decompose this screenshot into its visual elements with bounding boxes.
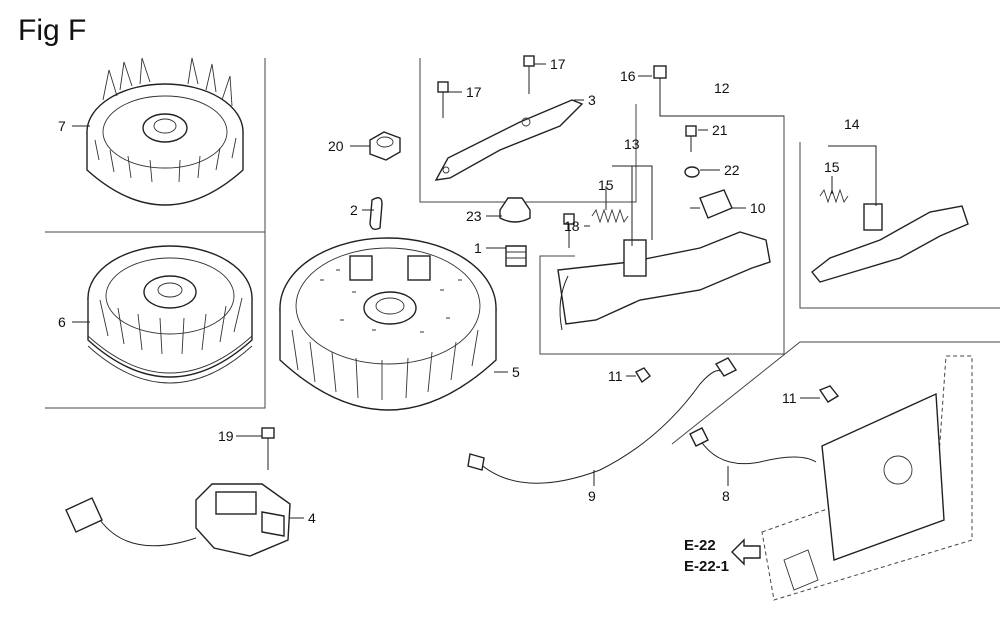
clip-11-base — [818, 385, 840, 403]
bolt-18 — [563, 213, 575, 248]
governor-arm-12 — [557, 231, 771, 331]
bracket-3 — [434, 55, 584, 181]
callout-11-base: 11 — [782, 390, 797, 406]
callout-labels: 7 6 5 4 19 20 2 23 1 17 17 3 16 12 13 15… — [58, 56, 860, 575]
callout-9: 9 — [588, 488, 596, 504]
callout-21: 21 — [712, 122, 728, 138]
callout-15-left: 15 — [598, 177, 614, 193]
washer-22 — [684, 166, 700, 178]
wire-9 — [467, 357, 738, 484]
callout-4: 4 — [308, 510, 316, 526]
bushing-23 — [499, 197, 531, 223]
flywheel-5 — [279, 237, 497, 411]
callout-8: 8 — [722, 488, 730, 504]
callout-7: 7 — [58, 118, 66, 134]
control-base — [761, 355, 973, 601]
arm-14 — [811, 188, 969, 283]
arm-14-box — [799, 142, 1000, 309]
spring-1 — [505, 245, 527, 267]
callout-20: 20 — [328, 138, 344, 154]
callout-17-left: 17 — [466, 84, 482, 100]
callout-1: 1 — [474, 240, 482, 256]
callout-22: 22 — [724, 162, 740, 178]
clip-11-wire — [635, 367, 651, 384]
wire-8 — [689, 427, 817, 465]
ignition-coil-4 — [65, 483, 291, 557]
flywheel-6-box — [45, 231, 266, 409]
figure-title: Fig F — [18, 14, 87, 47]
spring-15-left — [591, 208, 629, 224]
switch-10 — [690, 189, 733, 219]
callout-23: 23 — [466, 208, 482, 224]
reference-e22-1: E-22-1 — [684, 558, 729, 575]
flywheel-6 — [87, 245, 253, 384]
leader-lines — [72, 63, 877, 519]
reference-e22: E-22 — [684, 537, 716, 554]
flywheel-7 — [86, 57, 244, 206]
control-base-box — [671, 341, 1000, 445]
callout-12: 12 — [714, 80, 730, 96]
callout-13: 13 — [624, 136, 640, 152]
bolt-19 — [261, 427, 275, 470]
callout-5: 5 — [512, 364, 520, 380]
callout-14: 14 — [844, 116, 860, 132]
callout-16: 16 — [620, 68, 636, 84]
callout-10: 10 — [750, 200, 766, 216]
callout-6: 6 — [58, 314, 66, 330]
key-2 — [369, 197, 383, 231]
reference-arrow — [731, 538, 761, 566]
callout-2: 2 — [350, 202, 358, 218]
callout-11-top: 11 — [608, 368, 623, 384]
bracket-3-box — [419, 58, 637, 203]
callout-19: 19 — [218, 428, 234, 444]
callout-18: 18 — [564, 218, 580, 234]
bolt-16 — [653, 65, 667, 106]
bolt-21 — [685, 125, 697, 152]
callout-15-right: 15 — [824, 159, 840, 175]
callout-3: 3 — [588, 92, 596, 108]
callout-17-right: 17 — [550, 56, 566, 72]
nut-20 — [369, 131, 401, 161]
